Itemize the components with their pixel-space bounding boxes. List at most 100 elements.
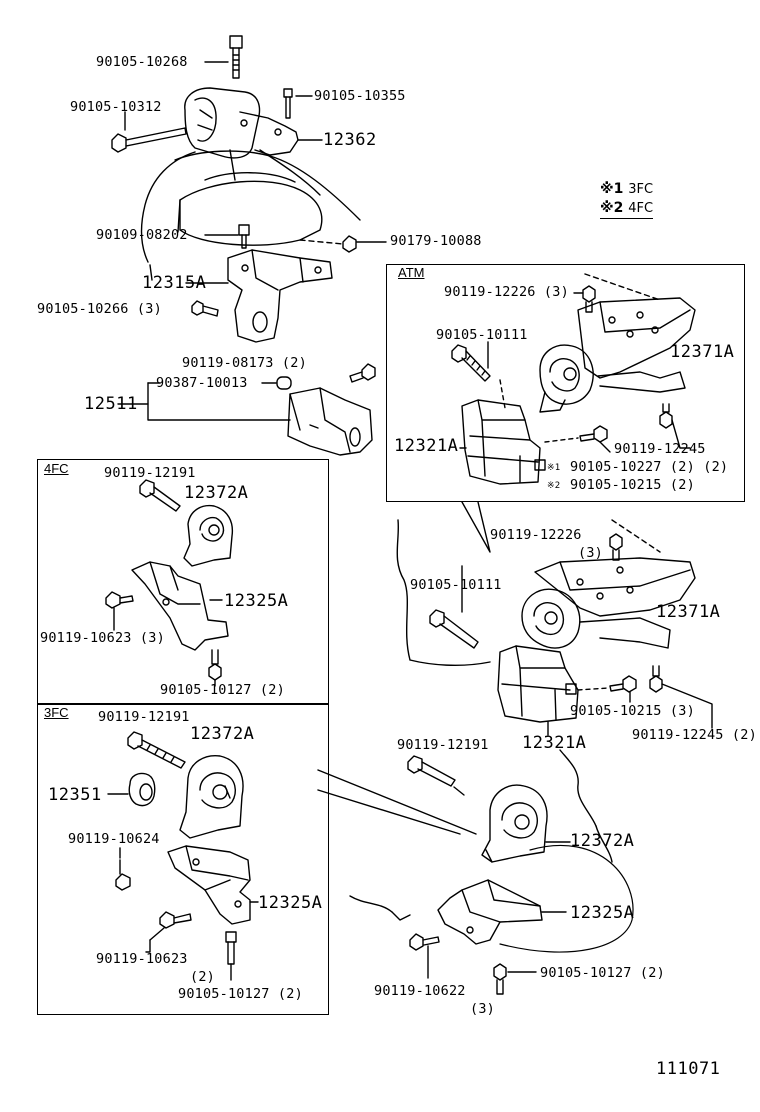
label-90109-08202: 90109-08202	[96, 227, 188, 243]
fc3-bolt-90119-10624	[115, 859, 131, 891]
fc3-mount-12372A	[179, 755, 244, 839]
label-12315A: 12315A	[142, 273, 207, 293]
legend-mark-2: ※2	[600, 200, 624, 216]
fc4-bolt-90119-12191	[139, 479, 181, 512]
fc4-label-90105-10127: 90105-10127 (2)	[160, 682, 285, 698]
fc4-mount-12372A	[183, 504, 234, 567]
legend-item-2: ※2 4FC	[600, 199, 654, 219]
main-label-90119-12191: 90119-12191	[397, 737, 489, 753]
bolt-90109-08202	[238, 224, 250, 249]
label-90119-08173: 90119-08173 (2)	[182, 355, 307, 371]
atm-bolt-90105-10111	[451, 344, 491, 382]
label-90105-10312: 90105-10312	[70, 99, 162, 115]
fc4-mount-12325A	[131, 561, 229, 651]
main-label-90105-10111: 90105-10111	[410, 577, 502, 593]
main-label-qty-3: (3)	[578, 545, 603, 561]
main-bolt-90105-10111	[429, 609, 479, 649]
label-90105-10355: 90105-10355	[314, 88, 406, 104]
atm-bolt-90119-12226	[582, 285, 596, 313]
main-label-12325A: 12325A	[570, 903, 635, 923]
legend-text-2: 4FC	[628, 201, 654, 216]
atm-bolt-90119-12245	[659, 403, 673, 429]
fc3-label-12325A: 12325A	[258, 893, 323, 913]
atm-label-90105-10227: 90105-10227 (2) (2)	[570, 459, 729, 475]
fc4-bolt-90119-10623	[105, 591, 134, 609]
main-bolt-90119-12245	[649, 665, 663, 693]
main-bolt-90119-10622	[409, 933, 440, 951]
main-label-90119-12245: 90119-12245 (2)	[632, 727, 757, 743]
atm-mount-12321A	[461, 399, 546, 485]
fc4-label-90119-10623: 90119-10623 (3)	[40, 630, 165, 646]
main-mount-12372A	[481, 784, 548, 863]
atm-label-90105-10111: 90105-10111	[436, 327, 528, 343]
atm-label-90119-12245: 90119-12245	[614, 441, 706, 457]
fc4-label-12372A: 12372A	[184, 483, 249, 503]
bolt-90119-08173	[349, 363, 376, 383]
main-mount-12321A	[497, 645, 579, 723]
mount-12511	[287, 387, 373, 456]
fc3-label-90119-12191: 90119-12191	[98, 709, 190, 725]
main-label-90119-12226: 90119-12226	[490, 527, 582, 543]
label-12362: 12362	[323, 130, 377, 150]
label-90105-10266: 90105-10266 (3)	[37, 301, 162, 317]
engine-outline	[140, 149, 361, 281]
main-label-12321A: 12321A	[522, 733, 587, 753]
fc4-label-12325A: 12325A	[224, 591, 289, 611]
fc3-section-tag: 3FC	[44, 705, 69, 720]
legend-text-1: 3FC	[628, 182, 654, 197]
fc3-label-90119-10623: 90119-10623	[96, 951, 188, 967]
fc3-bolt-90119-12191	[127, 731, 186, 769]
main-label-90105-10127: 90105-10127 (2)	[540, 965, 665, 981]
legend-mark-1: ※1	[600, 181, 624, 197]
bolt-90105-10268	[229, 35, 243, 79]
bolt-90105-10312	[111, 127, 187, 153]
fc3-label-90105-10127: 90105-10127 (2)	[178, 986, 303, 1002]
fc4-label-90119-12191: 90119-12191	[104, 465, 196, 481]
diagram-id: 111071	[656, 1059, 721, 1079]
fc3-label-12372A: 12372A	[190, 724, 255, 744]
main-label-90105-10215: 90105-10215 (3)	[570, 703, 695, 719]
atm-bolt-90105-10227	[579, 425, 608, 443]
atm-section-box	[386, 264, 745, 502]
main-mount-12371A	[521, 557, 696, 649]
label-90387-10013: 90387-10013	[156, 375, 248, 391]
fc3-label-qty-2: (2)	[190, 969, 215, 985]
fc3-section-box	[37, 703, 329, 1015]
main-bolt-90119-12191	[407, 755, 456, 787]
engine-outline-lower	[349, 519, 613, 921]
fc3-mount-12325A	[167, 845, 251, 925]
main-label-90119-10622: 90119-10622	[374, 983, 466, 999]
fc4-section-tag: 4FC	[44, 461, 69, 476]
main-label-12372A: 12372A	[570, 831, 635, 851]
label-90179-10088: 90179-10088	[390, 233, 482, 249]
label-12511: 12511	[84, 394, 138, 414]
bracket-12315A	[227, 249, 333, 343]
atm-label-12371A: 12371A	[670, 342, 735, 362]
fc4-section-box	[37, 459, 329, 705]
atm-note-mark-1: ※1	[547, 463, 561, 473]
atm-note-mark-2: ※2	[547, 481, 561, 491]
atm-label-12321A: 12321A	[394, 436, 459, 456]
nut-90179-10088	[342, 235, 357, 253]
main-mount-12325A	[437, 879, 543, 945]
atm-label-90105-10215: 90105-10215 (2)	[570, 477, 695, 493]
main-label-12371A: 12371A	[656, 602, 721, 622]
atm-section-tag: ATM	[398, 265, 425, 280]
main-bolt-90105-10215	[609, 675, 637, 693]
atm-label-90119-12226: 90119-12226 (3)	[444, 284, 569, 300]
main-bolt-90105-10127	[493, 963, 507, 995]
bolt-90105-10355	[283, 88, 293, 119]
fc3-bolt-90119-10623	[159, 911, 192, 929]
bushing-90387-10013	[276, 376, 292, 390]
main-bolt-90119-12226	[609, 533, 623, 561]
legend: ※1 3FC ※2 4FC	[600, 180, 654, 219]
fc3-label-12351: 12351	[48, 785, 102, 805]
main-label-qty-3b: (3)	[470, 1001, 495, 1017]
bolt-90105-10266	[191, 300, 219, 317]
legend-item-1: ※1 3FC	[600, 180, 653, 199]
fc4-bolt-90105-10127	[208, 649, 222, 681]
fc3-bushing-12351	[128, 772, 156, 807]
label-90105-10268: 90105-10268	[96, 54, 188, 70]
